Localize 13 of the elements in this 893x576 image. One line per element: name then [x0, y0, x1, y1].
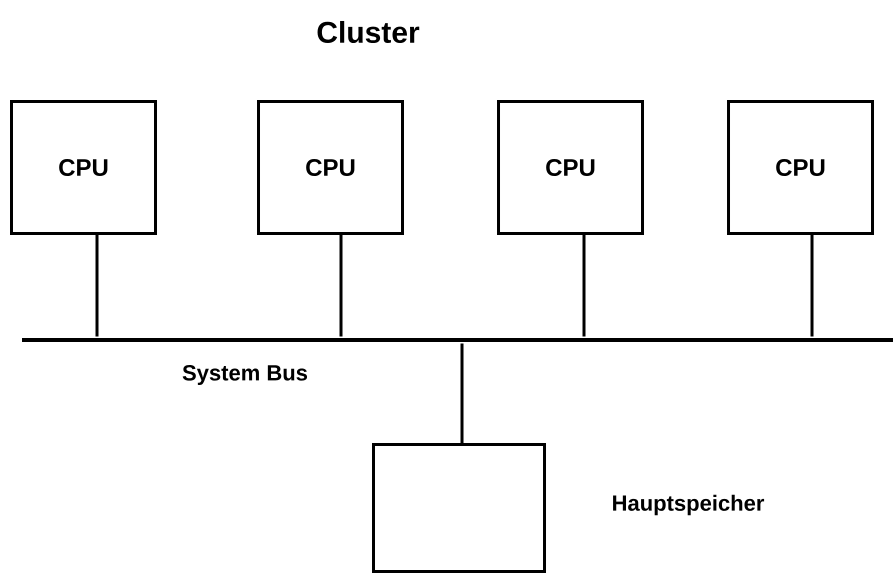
connector-line	[340, 235, 342, 336]
memory-label: Hauptspeicher	[613, 494, 764, 516]
connector-line	[810, 235, 814, 336]
connector-line	[582, 235, 586, 336]
cpu-box: CPU	[497, 100, 644, 235]
cpu-box: CPU	[257, 100, 404, 235]
cpu-box: CPU	[10, 100, 157, 235]
memory-box	[372, 443, 546, 573]
title: Cluster	[318, 20, 420, 44]
connector-line	[96, 235, 98, 336]
bus-label: System Bus	[182, 365, 308, 385]
cpu-box: CPU	[727, 100, 874, 235]
connector-line	[460, 344, 464, 443]
